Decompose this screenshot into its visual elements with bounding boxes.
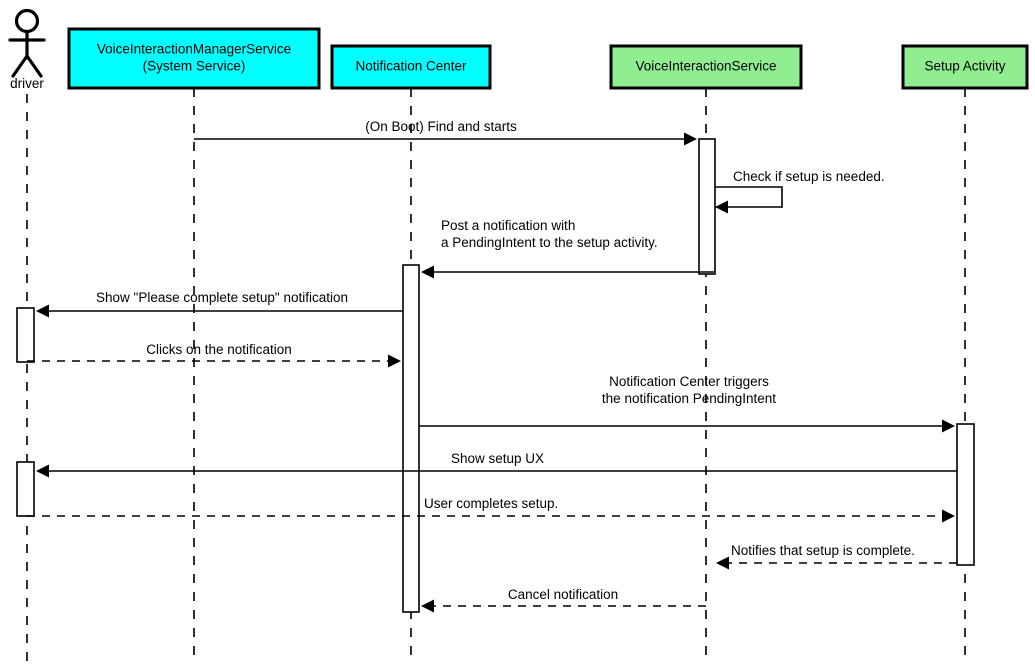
- participant-driver[interactable]: driver: [8, 8, 46, 92]
- arrow-head-left: [36, 304, 49, 318]
- participant-label-vis: VoiceInteractionService: [635, 59, 776, 74]
- activation-bar-driver: [16, 307, 35, 363]
- message-m6[interactable]: Notification Center triggers the notifica…: [419, 374, 955, 433]
- message-m4[interactable]: Show "Please complete setup" notificatio…: [36, 290, 403, 318]
- message-m10[interactable]: Cancel notification: [421, 587, 706, 613]
- arrow-head-left: [716, 556, 729, 570]
- arrow-head-left: [715, 200, 728, 214]
- participant-vims[interactable]: VoiceInteractionManagerService (System Se…: [67, 27, 321, 90]
- participant-label-vims-line1: VoiceInteractionManagerService: [97, 42, 291, 57]
- participant-headers-layer: driver VoiceInteractionManagerService (Sys…: [8, 8, 1029, 92]
- activation-bar-setup: [956, 423, 975, 566]
- participant-box-setup[interactable]: [901, 44, 1029, 90]
- message-label-m8: User completes setup.: [424, 496, 558, 511]
- message-m1[interactable]: (On Boot) Find and starts: [194, 119, 697, 146]
- message-label-m5: Clicks on the notification: [146, 342, 292, 357]
- participant-notifcenter[interactable]: Notification Center: [330, 44, 492, 90]
- message-label-m6-line2: the notification PendingIntent: [602, 391, 776, 406]
- participant-vis[interactable]: VoiceInteractionService: [609, 44, 803, 90]
- participant-label-notifcenter: Notification Center: [355, 59, 467, 74]
- activation-bar-notifcenter: [402, 264, 420, 613]
- arrow-head-left: [421, 599, 434, 613]
- arrow-head-right: [684, 132, 697, 146]
- participant-box-vis[interactable]: [609, 44, 803, 90]
- participant-box-vims[interactable]: [67, 27, 321, 90]
- arrow-head-left: [36, 464, 49, 478]
- actor-stick-figure-icon: [8, 8, 46, 78]
- activation-bar-vis: [698, 138, 716, 275]
- message-label-m3-line1: Post a notification with: [441, 218, 575, 233]
- message-line-m2: [715, 186, 783, 208]
- message-label-m9: Notifies that setup is complete.: [731, 543, 915, 558]
- message-m7[interactable]: Show setup UX: [36, 451, 957, 478]
- arrow-head-left: [421, 265, 434, 279]
- message-m9[interactable]: Notifies that setup is complete.: [716, 543, 957, 570]
- participant-label-setup: Setup Activity: [924, 59, 1005, 74]
- message-label-m2: Check if setup is needed.: [733, 169, 885, 184]
- message-label-m10: Cancel notification: [508, 587, 618, 602]
- message-label-m3-line2: a PendingIntent to the setup activity.: [441, 235, 658, 250]
- message-label-m4: Show "Please complete setup" notificatio…: [96, 290, 348, 305]
- message-label-m6-line1: Notification Center triggers: [609, 374, 769, 389]
- arrow-head-right: [942, 419, 955, 433]
- message-label-m7: Show setup UX: [451, 451, 544, 466]
- message-m2[interactable]: Check if setup is needed.: [715, 169, 885, 214]
- participant-label-driver: driver: [10, 76, 44, 91]
- participant-setup[interactable]: Setup Activity: [901, 44, 1029, 90]
- arrow-head-right: [388, 354, 401, 368]
- activation-bar-driver: [16, 461, 35, 517]
- message-label-m1: (On Boot) Find and starts: [365, 119, 517, 134]
- participant-label-vims-line2: (System Service): [143, 59, 246, 74]
- message-m8[interactable]: User completes setup.: [27, 496, 955, 523]
- participant-box-notifcenter[interactable]: [330, 44, 492, 90]
- activations-layer: [16, 138, 975, 613]
- message-m5[interactable]: Clicks on the notification: [27, 342, 401, 368]
- arrow-head-right: [942, 509, 955, 523]
- message-m3[interactable]: Post a notification with a PendingIntent …: [421, 218, 714, 279]
